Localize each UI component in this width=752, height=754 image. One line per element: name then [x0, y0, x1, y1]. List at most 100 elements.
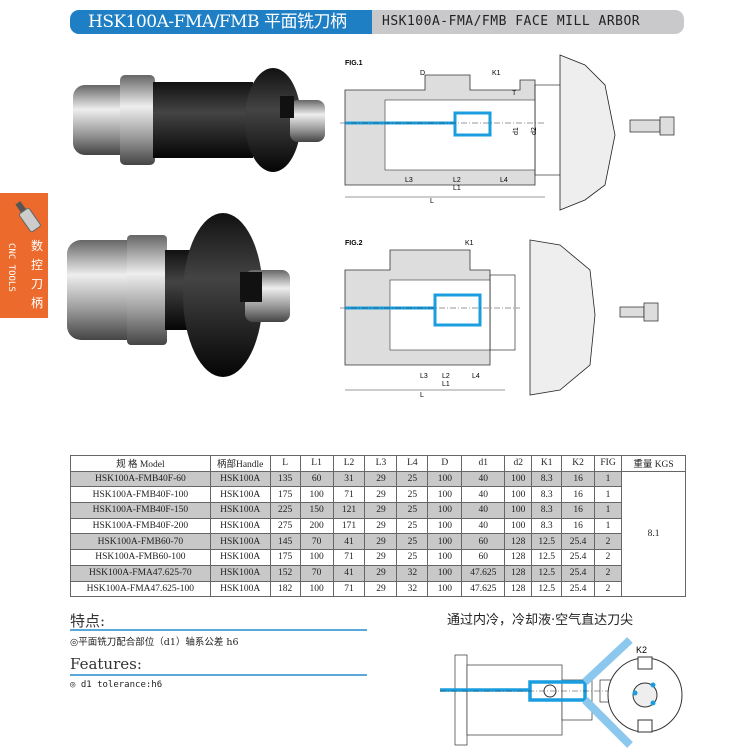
table-cell: 25: [396, 486, 429, 504]
dim-l1: L1: [453, 185, 461, 192]
features-title-cn: 特点:: [70, 612, 106, 630]
table-cell: 8.3: [531, 486, 563, 504]
photo-fmb40: [73, 68, 325, 172]
table-cell: 25.4: [561, 549, 596, 566]
table-cell: 71: [332, 549, 366, 566]
table-cell: 70: [299, 533, 334, 551]
table-cell: 32: [396, 580, 429, 598]
feature-item-cn: ◎平面铣刀配合部位（d1）轴系公差 h6: [70, 637, 239, 648]
table-cell: 128: [504, 580, 533, 598]
table-cell: 225: [269, 502, 301, 519]
table-cell: 25: [396, 502, 429, 519]
table-cell: 31: [332, 470, 366, 488]
table-cell: 100: [427, 580, 463, 598]
col-header: L1: [299, 455, 334, 472]
dim-l3-fig2: L3: [420, 373, 428, 380]
table-cell: 200: [299, 517, 334, 535]
divider: [70, 674, 367, 676]
table-cell: 40: [461, 486, 506, 504]
table-cell: 71: [332, 486, 366, 504]
table-cell: 2: [594, 549, 623, 566]
col-header: L: [269, 455, 301, 472]
dim-l1-fig2: L1: [442, 381, 450, 388]
features-title-en: Features:: [70, 655, 142, 673]
table-cell: 100: [504, 502, 533, 519]
table-cell: 100: [427, 517, 463, 535]
table-cell: 182: [269, 580, 301, 598]
table-cell: HSK100A-FMB40F-60: [70, 470, 211, 488]
table-cell: 40: [461, 502, 506, 519]
table-cell: 29: [364, 549, 398, 566]
table-cell: 16: [561, 470, 596, 488]
table-cell: 60: [299, 470, 334, 488]
dim-d1: d1: [513, 127, 520, 135]
col-header: FIG: [594, 455, 623, 472]
table-cell: 100: [299, 549, 334, 566]
technical-drawings: FIG.1 D K1 T d1 d2 L3 L2 L1 L4 L FIG.2 K…: [340, 54, 675, 399]
coolant-caption: 通过内冷，冷却液·空气直达刀尖: [447, 613, 634, 628]
col-header: L3: [364, 455, 398, 472]
table-cell: 1: [594, 486, 623, 504]
table-cell: HSK100A: [209, 533, 271, 551]
table-cell: 1: [594, 502, 623, 519]
table-cell: 60: [461, 533, 506, 551]
dim-l-fig2: L: [420, 392, 424, 399]
col-header: d1: [461, 455, 506, 472]
side-tab-cn: 数控刀柄: [31, 239, 44, 310]
col-header: 重量 KGS: [621, 455, 686, 472]
dim-l2-fig2: L2: [442, 373, 450, 380]
tool-holder-icon: [15, 201, 41, 233]
table-cell: HSK100A-FMA47.625-100: [70, 580, 211, 598]
table-cell: 40: [461, 517, 506, 535]
table-cell: HSK100A: [209, 549, 271, 566]
table-cell: 25.4: [561, 580, 596, 598]
table-cell: 128: [504, 549, 533, 566]
table-cell: 25: [396, 470, 429, 488]
table-cell: 29: [364, 486, 398, 504]
table-cell: 8.3: [531, 502, 563, 519]
table-cell: 12.5: [531, 549, 563, 566]
table-cell: 100: [427, 533, 463, 551]
table-cell: 29: [364, 564, 398, 582]
table-cell: 100: [427, 549, 463, 566]
dim-l: L: [430, 198, 434, 205]
table-cell: 25.4: [561, 533, 596, 551]
dim-d2: d2: [531, 127, 538, 135]
table-cell: HSK100A-FMB60-100: [70, 549, 211, 566]
table-cell: HSK100A: [209, 502, 271, 519]
table-cell: 2: [594, 564, 623, 582]
table-cell: 100: [427, 502, 463, 519]
title-cn: HSK100A-FMA/FMB 平面铣刀柄: [70, 10, 375, 34]
table-cell: 16: [561, 517, 596, 535]
col-header: K2: [561, 455, 596, 472]
dim-l4: L4: [500, 177, 508, 184]
table-cell: 47.625: [461, 580, 506, 598]
fig1-label: FIG.1: [345, 60, 363, 67]
dim-k1: K1: [492, 70, 501, 77]
dim-l4-fig2: L4: [472, 373, 480, 380]
table-cell: 275: [269, 517, 301, 535]
table-cell: 29: [364, 533, 398, 551]
product-photos: [67, 68, 325, 377]
table-cell: 128: [504, 564, 533, 582]
table-cell: 175: [269, 549, 301, 566]
table-cell: HSK100A-FMB60-70: [70, 533, 211, 551]
table-cell: HSK100A-FMB40F-200: [70, 517, 211, 535]
table-cell: 12.5: [531, 533, 563, 551]
table-cell: 8.3: [531, 470, 563, 488]
dim-l2: L2: [453, 177, 461, 184]
table-cell: 1: [594, 470, 623, 488]
divider: [70, 629, 367, 631]
table-cell: HSK100A: [209, 580, 271, 598]
col-header: K1: [531, 455, 563, 472]
photo-fma47: [67, 213, 290, 377]
table-cell: 25.4: [561, 564, 596, 582]
